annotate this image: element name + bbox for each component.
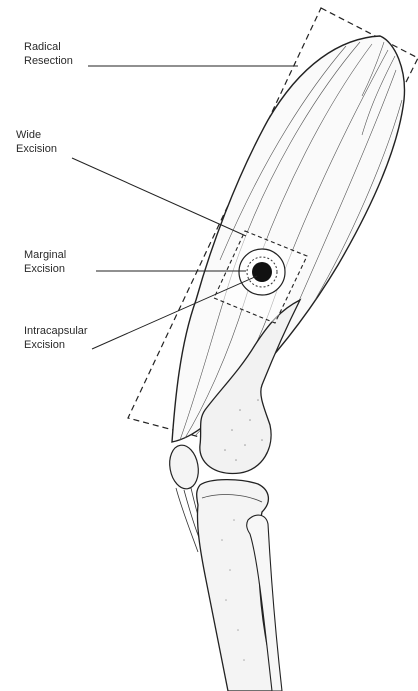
wide-label-line2: Excision — [16, 142, 57, 156]
marginal-excision-label: Marginal Excision — [24, 248, 66, 276]
radical-label-line1: Radical — [24, 40, 73, 54]
intracapsular-excision-label: Intracapsular Excision — [24, 324, 88, 352]
wide-label-line1: Wide — [16, 128, 57, 142]
wide-leader-line — [72, 158, 246, 236]
thigh-muscle — [172, 36, 404, 442]
marginal-label-line1: Marginal — [24, 248, 66, 262]
radical-resection-label: Radical Resection — [24, 40, 73, 68]
patella — [166, 443, 201, 491]
intracapsular-label-line2: Excision — [24, 338, 88, 352]
wide-excision-label: Wide Excision — [16, 128, 57, 156]
radical-label-line2: Resection — [24, 54, 73, 68]
marginal-label-line2: Excision — [24, 262, 66, 276]
intracapsular-label-line1: Intracapsular — [24, 324, 88, 338]
tumor — [252, 262, 272, 282]
